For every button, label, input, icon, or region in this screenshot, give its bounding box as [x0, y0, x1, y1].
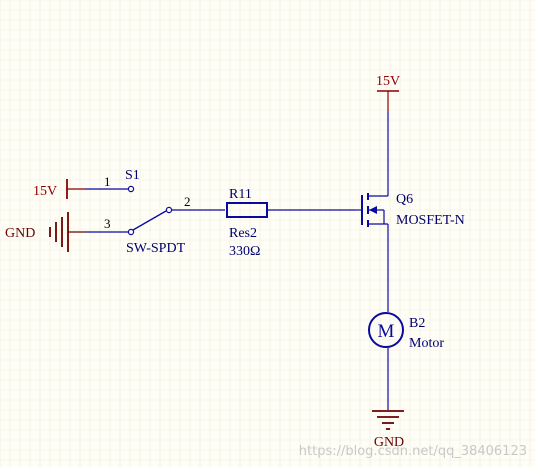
motor-b2: M B2 Motor [368, 312, 444, 351]
mosfet-designator: Q6 [396, 192, 413, 207]
ground-port-left: GND [5, 212, 85, 252]
motor-icon [368, 312, 404, 348]
motor-glyph: M [378, 321, 395, 342]
switch-pin2-label: 2 [184, 194, 191, 209]
motor-designator: B2 [409, 316, 425, 331]
switch-designator: S1 [125, 168, 140, 183]
mosfet-q6: Q6 MOSFET-N [356, 192, 465, 228]
power-port-left: 15V [33, 179, 85, 199]
switch-s1: S1 1 3 2 SW-SPDT [85, 168, 225, 256]
switch-comment: SW-SPDT [126, 241, 186, 256]
ground-port-bottom-label: GND [374, 435, 404, 450]
watermark: https://blog.csdn.net/qq_38406123 [299, 444, 527, 459]
ground-port-bottom: GND [372, 410, 404, 450]
switch-pin3-label: 3 [104, 216, 111, 231]
ground-port-left-label: GND [5, 226, 35, 241]
resistor-designator: R11 [229, 187, 252, 202]
mosfet-comment: MOSFET-N [396, 213, 465, 228]
motor-comment: Motor [409, 336, 444, 351]
resistor-comment: Res2 [229, 226, 257, 241]
power-port-left-label: 15V [33, 184, 57, 199]
switch-lever [132, 210, 167, 231]
power-port-top: 15V [376, 74, 400, 112]
mosfet-arrow-icon [369, 206, 377, 214]
switch-pin1-label: 1 [104, 174, 111, 189]
resistor-r11: R11 Res2 330Ω [226, 187, 268, 259]
power-port-top-label: 15V [376, 74, 400, 89]
resistor-value: 330Ω [229, 244, 260, 259]
